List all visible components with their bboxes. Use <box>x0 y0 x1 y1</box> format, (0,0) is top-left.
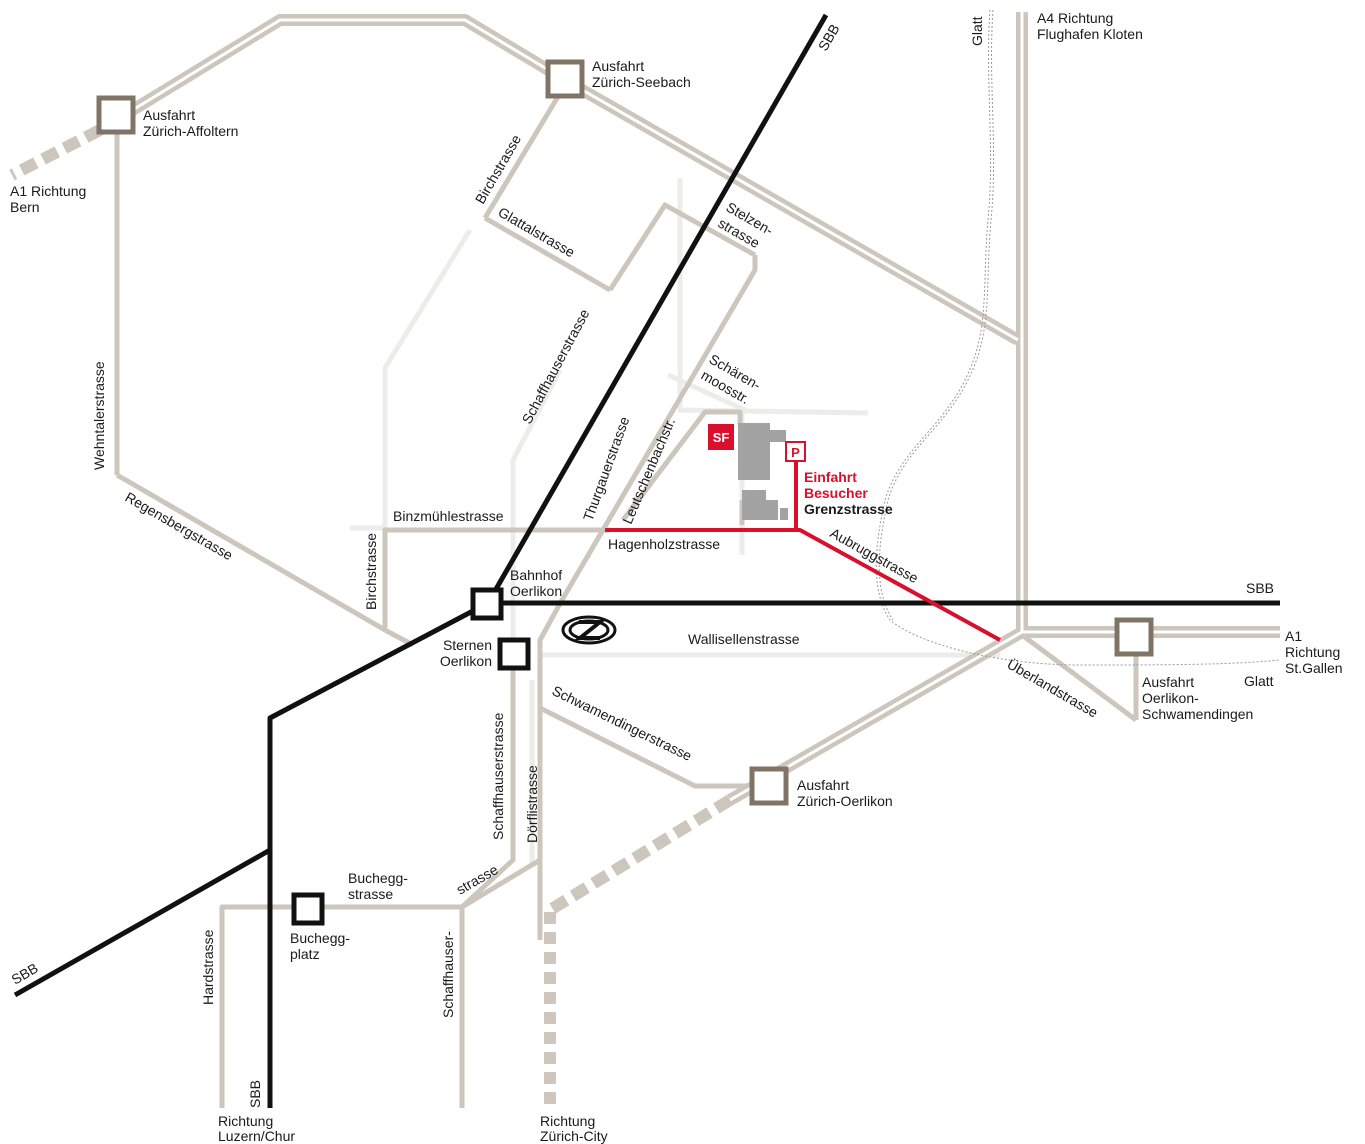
schaffhauserstrasse-label-north: Schaffhauserstrasse <box>519 306 593 426</box>
exit-schwamendingen-label-3: Schwamendingen <box>1142 706 1253 722</box>
glatt-label-north: Glatt <box>969 16 985 46</box>
river-glatt <box>875 9 1281 666</box>
sf-logo-text: SF <box>713 430 730 445</box>
bucheggstrasse-label-2: strasse <box>348 886 393 902</box>
sf-logo: SF <box>708 424 734 450</box>
station-buchegg-icon <box>291 892 325 926</box>
a4-label-1: A4 Richtung <box>1037 10 1113 26</box>
sbb-label-east: SBB <box>1246 580 1274 596</box>
building-complex <box>738 423 788 520</box>
bucheggstrasse-label-1: Buchegg- <box>348 870 408 886</box>
exit-seebach-label-1: Ausfahrt <box>592 58 644 74</box>
grenzstrasse-label: Grenzstrasse <box>804 501 893 517</box>
exit-seebach-label-2: Zürich-Seebach <box>592 74 691 90</box>
station-boxes <box>291 587 531 926</box>
station-buchegg-label-1: Buchegg- <box>290 930 350 946</box>
exit-schwamendingen-label-2: Oerlikon- <box>1142 690 1199 706</box>
entrance-label-2: Besucher <box>804 485 868 501</box>
exit-oerlikon-icon <box>749 766 789 806</box>
a1-stgallen-label-1: A1 <box>1285 628 1302 644</box>
station-bahnhof-label-1: Bahnhof <box>510 567 562 583</box>
rail-lines <box>13 13 1280 1108</box>
a1-bern-label-2: Bern <box>10 199 40 215</box>
transit-logo-icon <box>561 615 617 645</box>
hardstrasse-label: Hardstrasse <box>200 929 216 1005</box>
glatt-label-east: Glatt <box>1244 673 1274 689</box>
wallisellenstrasse-label: Wallisellenstrasse <box>688 631 800 647</box>
exit-affoltern-label-1: Ausfahrt <box>143 107 195 123</box>
schaffhauserstrasse-label-south: Schaffhauserstrasse <box>490 712 506 840</box>
direction-luzern-label-2: Luzern/Chur <box>218 1128 295 1144</box>
doerflistrasse-label: Dörflistrasse <box>524 765 540 843</box>
birchstrasse-label-south: Birchstrasse <box>363 533 379 610</box>
station-bahnhof-label-2: Oerlikon <box>510 583 562 599</box>
exit-affoltern-label-2: Zürich-Affoltern <box>143 123 238 139</box>
direction-city-label-2: Zürich-City <box>540 1128 608 1144</box>
parking-label: P <box>791 445 800 460</box>
parking-icon: P <box>785 441 806 462</box>
sbb-label-south: SBB <box>247 1080 263 1108</box>
a4-label-2: Flughafen Kloten <box>1037 26 1143 42</box>
exit-schwamendingen-icon <box>1114 617 1154 657</box>
a1-stgallen-label-2: Richtung <box>1285 644 1340 660</box>
station-sternen-label-1: Sternen <box>443 637 492 653</box>
entrance-label-1: Einfahrt <box>804 469 857 485</box>
regensbergstrasse-label: Regensbergstrasse <box>123 489 236 564</box>
a1-stgallen-label-3: St.Gallen <box>1285 660 1343 676</box>
exit-affoltern-icon <box>96 95 136 135</box>
station-sternen-label-2: Oerlikon <box>440 653 492 669</box>
exit-schwamendingen-label-1: Ausfahrt <box>1142 674 1194 690</box>
visitor-route <box>605 460 1001 642</box>
hagenholzstrasse-label: Hagenholzstrasse <box>608 536 720 552</box>
aubruggstrasse-label: Aubruggstrasse <box>828 525 922 587</box>
a1-bern-label-1: A1 Richtung <box>10 183 86 199</box>
wehntalerstrasse-label: Wehntalerstrasse <box>91 361 107 470</box>
station-sternen-icon <box>497 637 531 671</box>
direction-luzern-label-1: Richtung <box>218 1113 273 1129</box>
exit-boxes <box>96 59 1154 806</box>
streets <box>114 78 1139 1108</box>
exit-oerlikon-label-2: Zürich-Oerlikon <box>797 793 893 809</box>
exit-oerlikon-label-1: Ausfahrt <box>797 777 849 793</box>
station-bahnhof-icon <box>470 587 504 621</box>
direction-city-label-1: Richtung <box>540 1113 595 1129</box>
binzmuehlestrasse-label: Binzmühlestrasse <box>393 508 504 524</box>
schaffhauser-fragment-label: Schaffhauser- <box>440 931 456 1018</box>
station-buchegg-label-2: platz <box>290 946 320 962</box>
exit-seebach-icon <box>545 59 585 99</box>
